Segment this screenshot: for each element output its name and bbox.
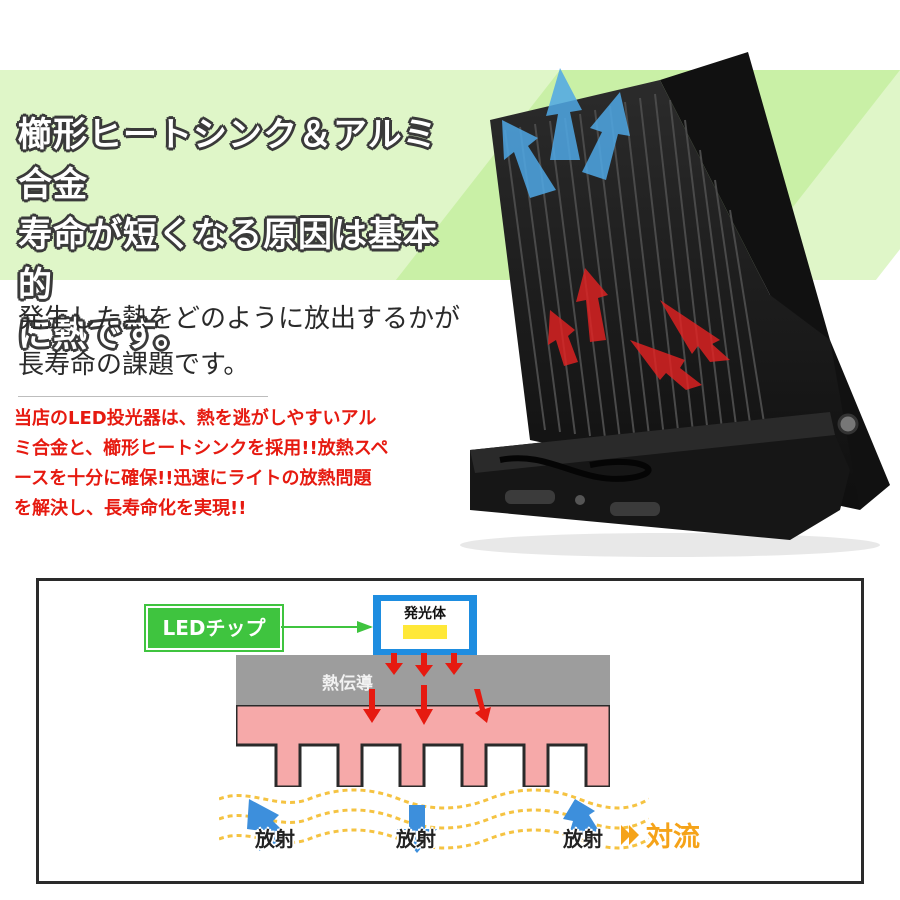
blue-airflow-arrow-icon [502, 68, 630, 198]
description: 当店のLED投光器は、熱を逃がしやすいアル ミ合金と、櫛形ヒートシンクを採用!!… [14, 404, 474, 524]
convection-waves [219, 788, 649, 850]
convection-label: 対流 [646, 822, 700, 853]
description-line-2: ミ合金と、櫛形ヒートシンクを採用!!放熱スペ [14, 438, 389, 459]
radiation-label-1: 放射 [255, 827, 295, 851]
led-chip-pointer-line [281, 626, 371, 628]
heatsink-comb [236, 705, 610, 787]
description-line-4: を解決し、長寿命化を実現!! [14, 498, 247, 519]
subtitle-line-2: 長寿命の課題です。 [18, 350, 250, 380]
radiation-label-2: 放射 [396, 827, 436, 851]
emitter-chip [403, 625, 447, 639]
led-chip-label: LEDチップ [146, 606, 282, 650]
headline-line-3: に熱です。 [18, 315, 190, 355]
conduction-label: 熱伝導 [322, 674, 373, 694]
divider [18, 396, 268, 397]
heat-dissipation-diagram: LEDチップ 発光体 熱伝導 [36, 578, 864, 884]
emitter-inner: 発光体 [381, 601, 469, 649]
heatsink-fins [504, 93, 771, 461]
subtitle-line-1: 発生した熱をどのように放出するかが [18, 304, 461, 334]
radiation-label-3: 放射 [563, 827, 603, 851]
emitter-label: 発光体 [404, 606, 446, 622]
headline: 櫛形ヒートシンク＆アルミ合金 寿命が短くなる原因は基本的 に熱です。 [18, 110, 468, 360]
headline-line-2: 寿命が短くなる原因は基本的 [18, 215, 438, 305]
led-emitter-block: 発光体 [373, 595, 477, 655]
blue-radiation-arrow-icon [247, 799, 599, 853]
red-heat-arrow-icon [363, 653, 491, 725]
floodlight-product-image [460, 52, 890, 557]
headline-line-1: 櫛形ヒートシンク＆アルミ合金 [18, 115, 438, 205]
subtitle: 発生した熱をどのように放出するかが 長寿命の課題です。 [18, 296, 478, 388]
convection-arrow-icon [621, 825, 639, 845]
description-line-1: 当店のLED投光器は、熱を逃がしやすいアル [14, 408, 377, 429]
pointer-arrow-icon [357, 621, 373, 633]
red-heat-arrow-icon [548, 268, 730, 390]
description-line-3: ースを十分に確保!!迅速にライトの放熱問題 [14, 468, 372, 489]
